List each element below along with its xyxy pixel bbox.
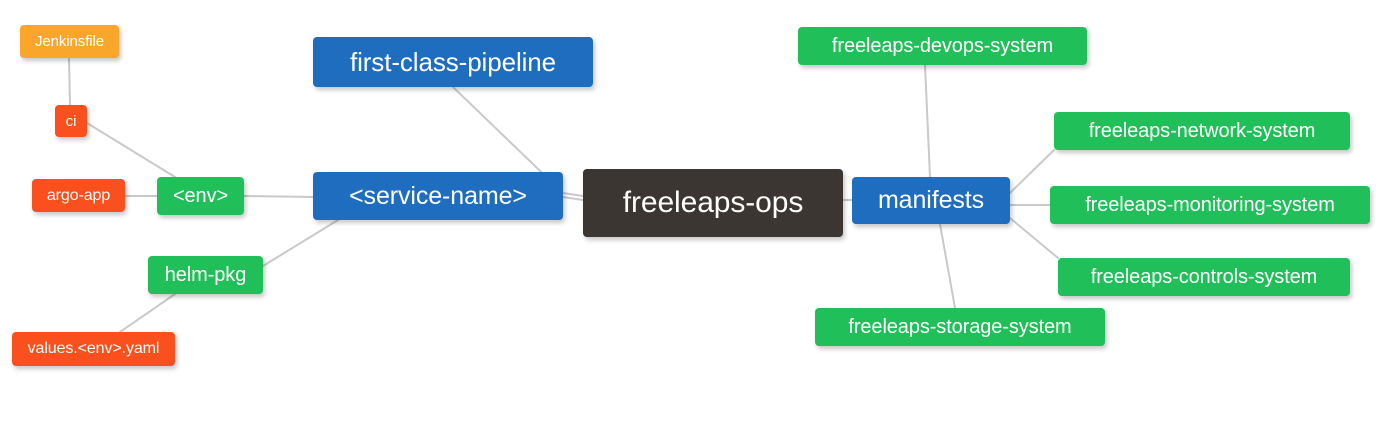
node-label: values.<env>.yaml [27, 340, 160, 357]
edge-freeleaps-ops-to-service-name [562, 196, 584, 201]
edge-ci-to-jenkinsfile [68, 57, 71, 106]
node-values-env-yaml[interactable]: values.<env>.yaml [12, 332, 175, 366]
node-label: <service-name> [349, 181, 527, 210]
edge-manifests-to-freeleaps-controls-system [1009, 217, 1059, 259]
node-helm-pkg[interactable]: helm-pkg [148, 256, 263, 294]
node-label: freeleaps-storage-system [848, 316, 1072, 338]
node-label: <env> [172, 185, 229, 207]
edge-service-name-to-env [243, 195, 314, 198]
node-manifests[interactable]: manifests [852, 177, 1010, 224]
node-freeleaps-network-system[interactable]: freeleaps-network-system [1054, 112, 1350, 150]
node-argo-app[interactable]: argo-app [32, 179, 125, 212]
node-freeleaps-storage-system[interactable]: freeleaps-storage-system [815, 308, 1105, 346]
node-first-class-pipeline[interactable]: first-class-pipeline [313, 37, 593, 87]
node-label: ci [65, 112, 77, 130]
node-ci[interactable]: ci [55, 105, 87, 137]
node-freeleaps-devops-system[interactable]: freeleaps-devops-system [798, 27, 1087, 65]
node-label: freeleaps-monitoring-system [1085, 194, 1335, 216]
node-freeleaps-monitoring-system[interactable]: freeleaps-monitoring-system [1050, 186, 1370, 224]
edge-helm-pkg-to-values-env-yaml [119, 293, 176, 333]
edge-env-to-ci [86, 122, 176, 178]
node-label: helm-pkg [164, 264, 247, 286]
node-label: argo-app [46, 186, 111, 204]
edge-manifests-to-freeleaps-devops-system [924, 64, 931, 178]
edge-service-name-to-helm-pkg [262, 219, 339, 267]
node-label: freeleaps-ops [622, 186, 804, 219]
node-jenkinsfile[interactable]: Jenkinsfile [20, 25, 119, 58]
node-label: manifests [877, 186, 985, 214]
node-freeleaps-ops[interactable]: freeleaps-ops [583, 169, 843, 237]
node-label: first-class-pipeline [349, 47, 557, 77]
edge-manifests-to-freeleaps-storage-system [939, 223, 956, 309]
node-label: freeleaps-devops-system [831, 35, 1054, 57]
node-env[interactable]: <env> [157, 177, 244, 215]
edge-manifests-to-freeleaps-network-system [1009, 149, 1055, 194]
node-label: freeleaps-controls-system [1090, 266, 1318, 288]
node-label: freeleaps-network-system [1088, 120, 1316, 142]
node-label: Jenkinsfile [35, 33, 104, 50]
node-service-name[interactable]: <service-name> [313, 172, 563, 220]
node-freeleaps-controls-system[interactable]: freeleaps-controls-system [1058, 258, 1350, 296]
